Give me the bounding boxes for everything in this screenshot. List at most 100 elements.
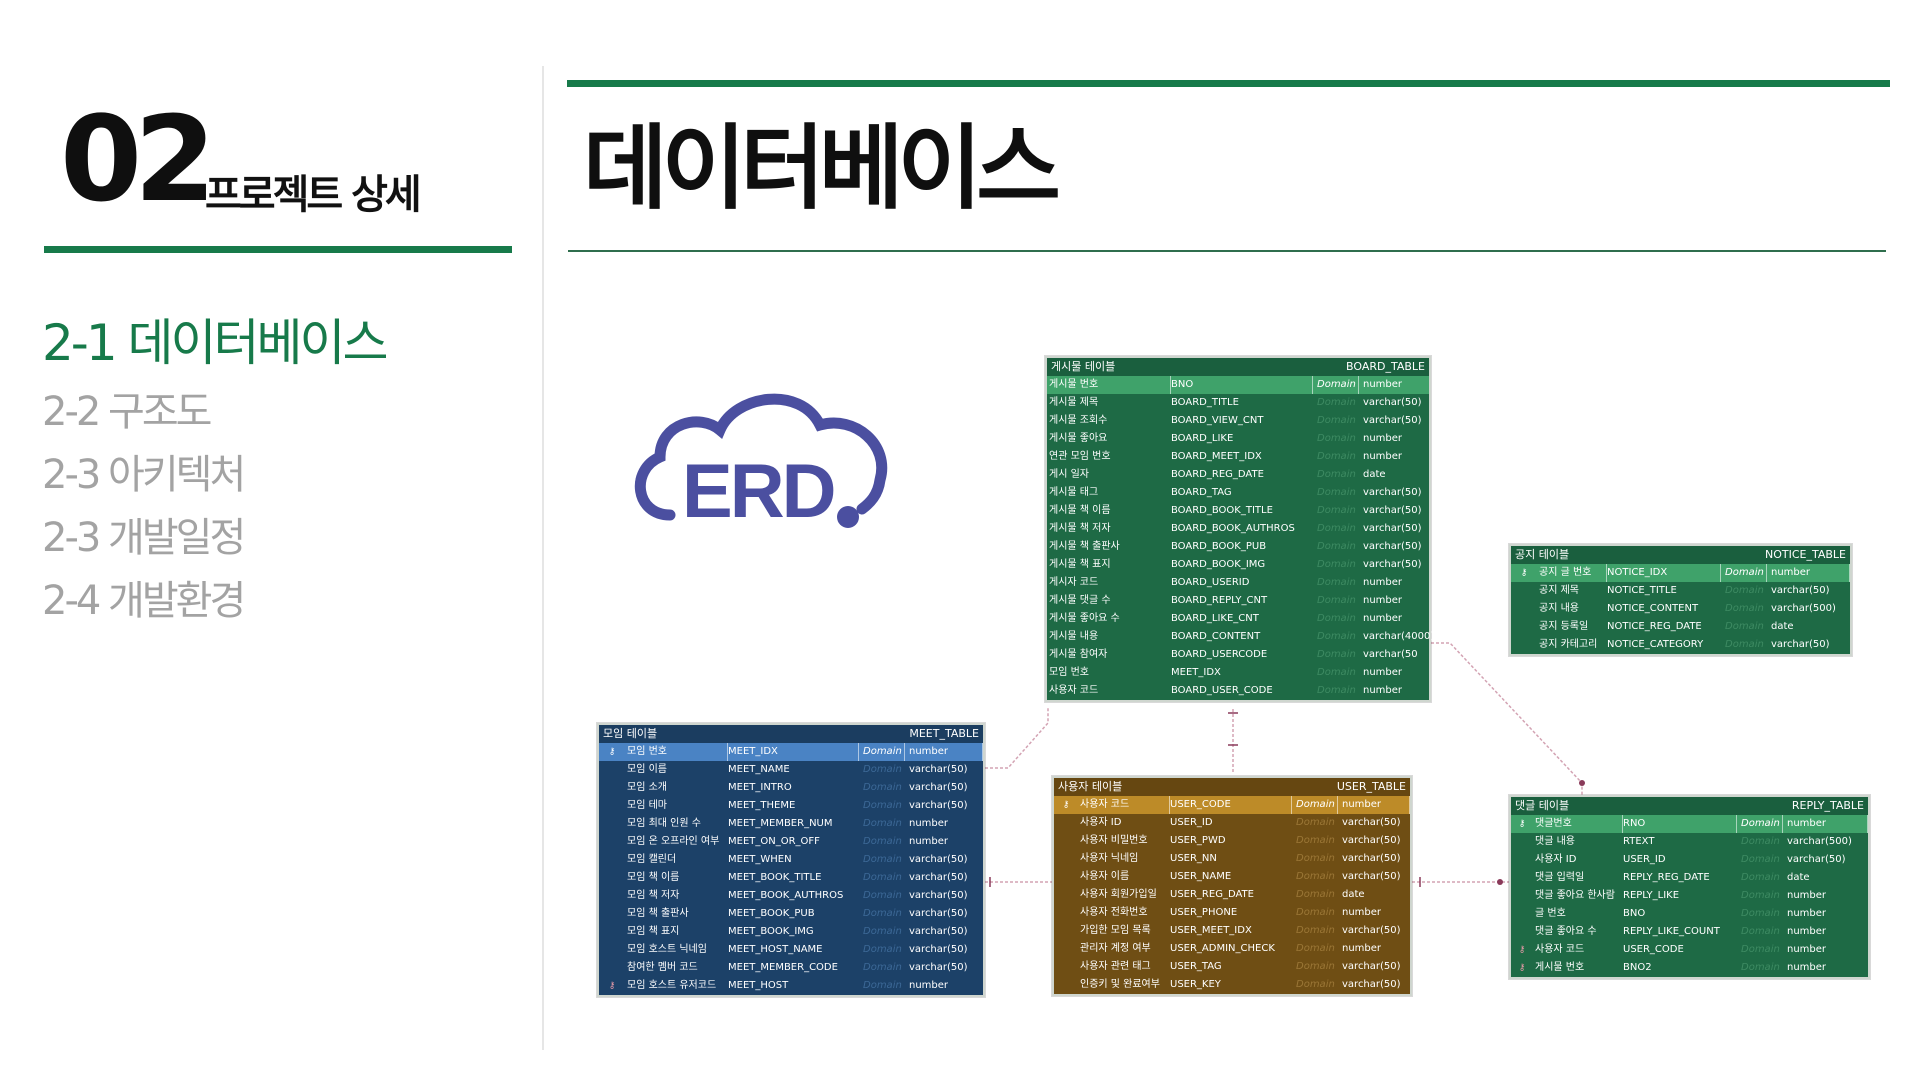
datatype-cell: varchar(50) [1342, 871, 1401, 882]
logical-name-cell: 모임 테마 [627, 800, 667, 811]
datatype-cell: number [1338, 796, 1410, 814]
domain-cell: Domain [1317, 469, 1356, 480]
table-header: 게시물 테이블 BOARD_TABLE [1047, 358, 1429, 376]
physical-name-cell: USER_MEET_IDX [1170, 925, 1252, 936]
datatype-cell: number [1363, 613, 1403, 624]
physical-name-cell: REPLY_REG_DATE [1623, 872, 1710, 883]
physical-name-cell: BOARD_CONTENT [1171, 631, 1261, 642]
domain-cell: Domain [1296, 871, 1335, 882]
foreign-key-icon: ⚷ [608, 981, 616, 991]
domain-cell: Domain [1317, 487, 1356, 498]
physical-name-cell: BOARD_BOOK_TITLE [1171, 505, 1273, 516]
nav-item-database[interactable]: 2-1 데이터베이스 [42, 314, 389, 372]
nav-item-structure[interactable]: 2-2 구조도 [42, 389, 212, 435]
domain-cell: Domain [1296, 961, 1335, 972]
logical-name-cell: 인증키 및 완료여부 [1080, 979, 1160, 990]
domain-cell: Domain [863, 854, 902, 865]
key-cell [1511, 636, 1537, 654]
domain-cell: Domain [863, 818, 902, 829]
rel-meet-board [985, 707, 1049, 769]
key-cell [1054, 850, 1078, 868]
key-cell [1511, 851, 1533, 869]
logical-name-cell: 게시 일자 [1049, 469, 1089, 480]
domain-cell: Domain [1317, 433, 1356, 444]
table-physical-name: USER_TABLE [1336, 780, 1406, 793]
domain-cell: Domain [1725, 585, 1764, 596]
physical-name-cell: BOARD_REPLY_CNT [1171, 595, 1268, 606]
physical-name-cell: MEET_IDX [728, 743, 859, 761]
logical-name-cell: 사용자 닉네임 [1080, 853, 1139, 864]
datatype-cell: varchar(50) [909, 872, 968, 883]
section-number: 02 [60, 90, 216, 228]
logical-name-cell: 게시물 참여자 [1049, 649, 1108, 660]
table-logical-name: 사용자 테이블 [1058, 780, 1123, 793]
key-cell [599, 797, 625, 815]
physical-name-cell: USER_NAME [1170, 871, 1232, 882]
physical-name-cell: USER_ID [1170, 817, 1213, 828]
logical-name-cell: 모임 이름 [627, 764, 667, 775]
domain-cell: Domain [1317, 577, 1356, 588]
physical-name-cell: USER_ADMIN_CHECK [1170, 943, 1275, 954]
physical-name-cell: USER_PWD [1170, 835, 1226, 846]
physical-name-cell: RTEXT [1623, 836, 1655, 847]
physical-name-cell: RNO [1623, 815, 1737, 833]
logical-name-cell: 모임 캘린더 [627, 854, 677, 865]
domain-cell: Domain [1296, 979, 1335, 990]
nav-item-schedule[interactable]: 2-3 개발일정 [42, 515, 246, 561]
key-cell [599, 851, 625, 869]
physical-name-cell: NOTICE_IDX [1607, 564, 1721, 582]
table-physical-name: REPLY_TABLE [1791, 799, 1864, 812]
domain-cell: Domain [1741, 944, 1780, 955]
logical-name-cell: 글 번호 [1535, 908, 1566, 919]
table-header: 공지 테이블 NOTICE_TABLE [1511, 546, 1850, 564]
physical-name-cell: MEET_ON_OR_OFF [728, 836, 820, 847]
nav-item-architecture[interactable]: 2-3 아키텍처 [42, 452, 246, 498]
nav-item-environment[interactable]: 2-4 개발환경 [42, 578, 246, 624]
key-cell [1054, 922, 1078, 940]
key-cell [1054, 940, 1078, 958]
domain-cell: Domain [863, 962, 902, 973]
physical-name-cell: BOARD_BOOK_AUTHROS [1171, 523, 1295, 534]
domain-cell: Domain [1317, 505, 1356, 516]
domain-cell: Domain [1317, 415, 1356, 426]
domain-cell: Domain [1296, 853, 1335, 864]
logical-name-cell: 사용자 이름 [1080, 871, 1130, 882]
key-cell [1054, 976, 1078, 994]
key-cell [1511, 923, 1533, 941]
logical-name-cell: 게시물 책 출판사 [1049, 541, 1120, 552]
datatype-cell: varchar(50) [909, 926, 968, 937]
datatype-cell: varchar(50) [1363, 541, 1422, 552]
table-logical-name: 게시물 테이블 [1051, 360, 1116, 373]
logical-name-cell: 모임 번호 [625, 743, 728, 761]
datatype-cell: number [909, 818, 949, 829]
table-logical-name: 모임 테이블 [603, 727, 658, 740]
key-cell [1511, 582, 1537, 600]
datatype-cell: number [1342, 907, 1382, 918]
key-cell [599, 815, 625, 833]
